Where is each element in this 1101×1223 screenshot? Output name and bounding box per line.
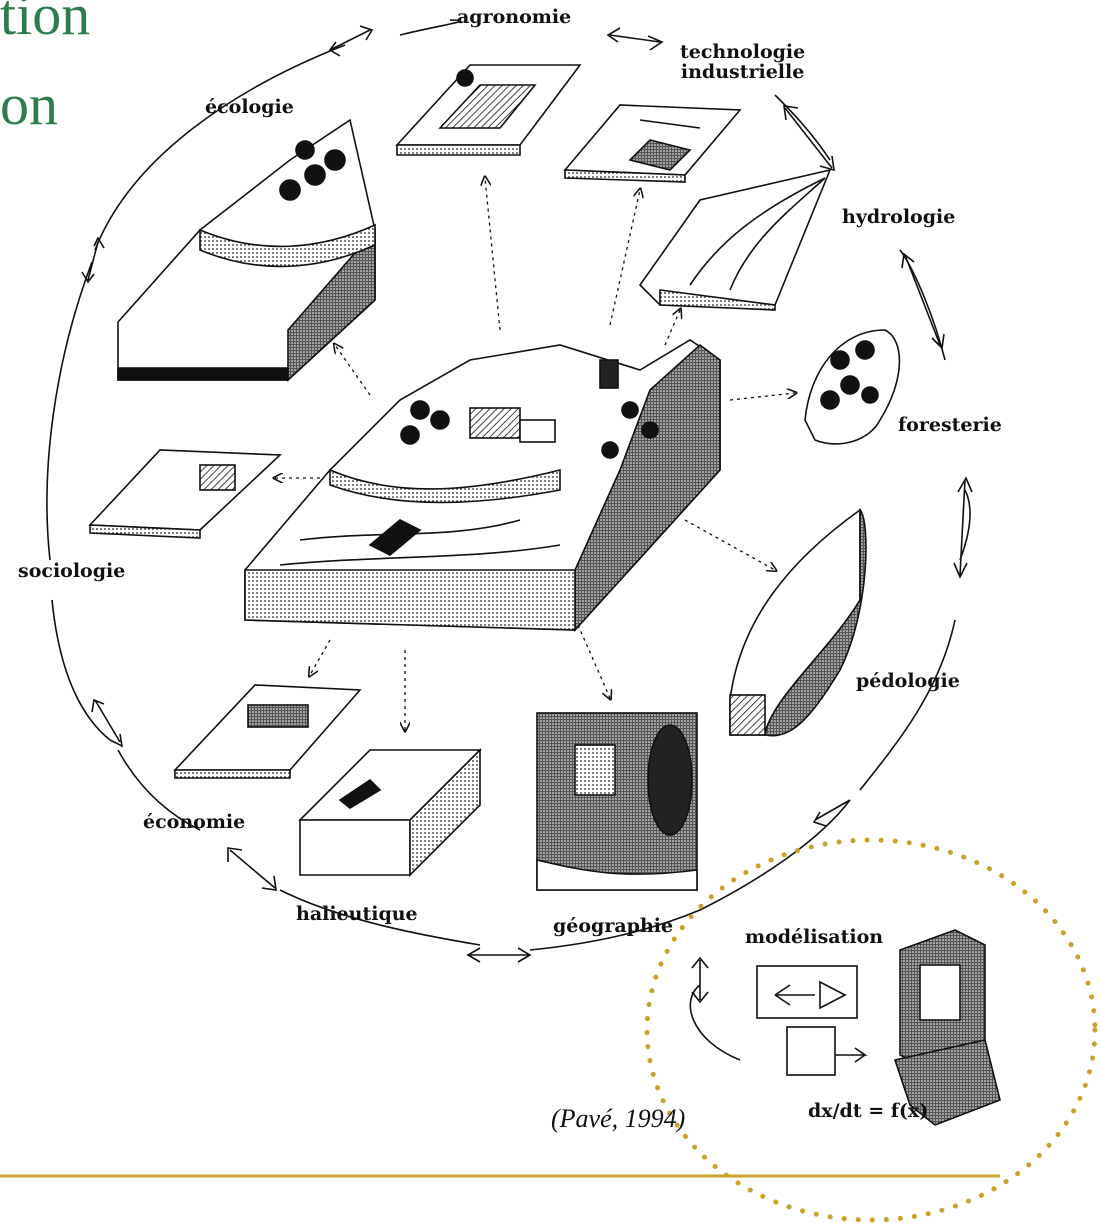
modelisation-highlight bbox=[647, 840, 1095, 1220]
label-agronomie: agronomie bbox=[457, 8, 571, 28]
label-modelisation: modélisation bbox=[745, 928, 883, 948]
agronomie-block bbox=[397, 65, 580, 155]
modelisation-block bbox=[690, 930, 1000, 1125]
pedologie-block bbox=[730, 510, 866, 736]
label-pedologie: pédologie bbox=[856, 672, 960, 692]
technologie-block bbox=[565, 105, 740, 182]
sociologie-block bbox=[90, 450, 280, 538]
citation: (Pavé, 1994) bbox=[551, 1104, 685, 1134]
label-technologie: technologie industrielle bbox=[680, 43, 805, 83]
label-geographie: géographie bbox=[553, 917, 673, 937]
label-foresterie: foresterie bbox=[898, 416, 1002, 436]
label-halieutique: halieutique bbox=[296, 905, 418, 925]
label-hydrologie: hydrologie bbox=[842, 208, 955, 228]
economie-block bbox=[175, 685, 360, 778]
hydrologie-block bbox=[640, 170, 830, 310]
label-ecologie: écologie bbox=[205, 98, 294, 118]
geographie-block bbox=[537, 713, 697, 890]
label-sociologie: sociologie bbox=[18, 562, 125, 582]
equation: dx/dt = f(x) bbox=[808, 1100, 928, 1122]
halieutique-block bbox=[300, 750, 480, 875]
central-landscape bbox=[245, 340, 720, 630]
label-economie: économie bbox=[143, 813, 245, 833]
foresterie-block bbox=[805, 330, 899, 444]
